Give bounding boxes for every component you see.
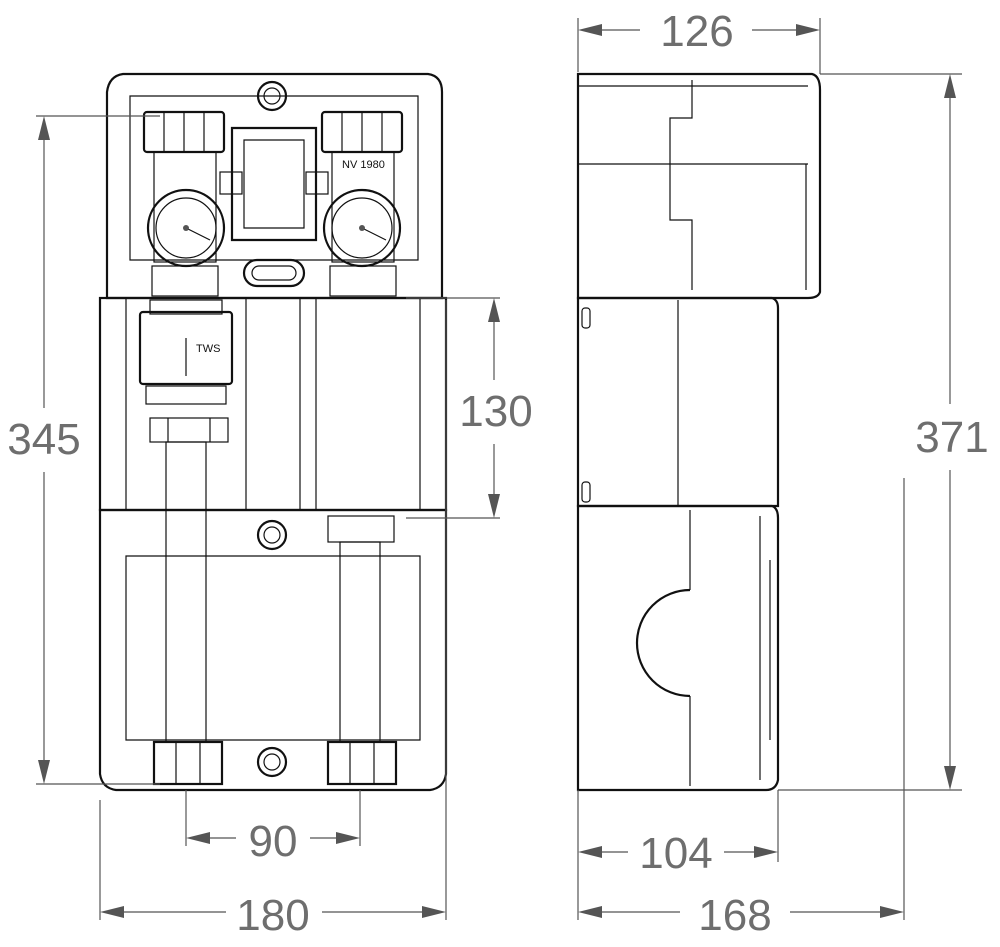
side-pipe-cutout: [635, 588, 691, 698]
top-mount-hole: [256, 80, 288, 112]
side-top-cover: [576, 72, 822, 300]
left-bottom-nut: [152, 740, 224, 786]
front-dimensions: 345 130 90 180: [7, 115, 533, 940]
right-valve-text: NV 1980: [342, 159, 385, 171]
dim-104: 104: [639, 829, 712, 878]
front-view: NV 1980 TWS: [98, 72, 448, 792]
top-cover-inner: [129, 95, 419, 261]
right-bottom-nut: [326, 740, 398, 786]
side-lower-housing: [576, 504, 780, 792]
flow-meter: [138, 310, 234, 386]
side-dimensions: 126 371 104 168: [577, 7, 989, 940]
dim-126: 126: [660, 7, 733, 56]
side-middle-housing: [576, 296, 780, 508]
dim-90: 90: [249, 817, 298, 866]
side-view: [576, 72, 822, 792]
middle-mount-hole: [256, 519, 288, 551]
center-pump-body: [230, 126, 318, 242]
dim-180: 180: [236, 891, 309, 940]
top-cover-outline: [105, 72, 444, 300]
oval-window: [242, 258, 306, 288]
dim-371: 371: [915, 413, 988, 462]
right-pipe: [339, 541, 381, 743]
dim-345: 345: [7, 415, 80, 464]
bottom-mount-hole: [256, 746, 288, 778]
flow-meter-text: TWS: [196, 343, 220, 355]
lower-housing: [98, 508, 448, 792]
left-pipe: [165, 441, 207, 743]
dim-168: 168: [698, 891, 771, 940]
dim-130: 130: [459, 387, 532, 436]
